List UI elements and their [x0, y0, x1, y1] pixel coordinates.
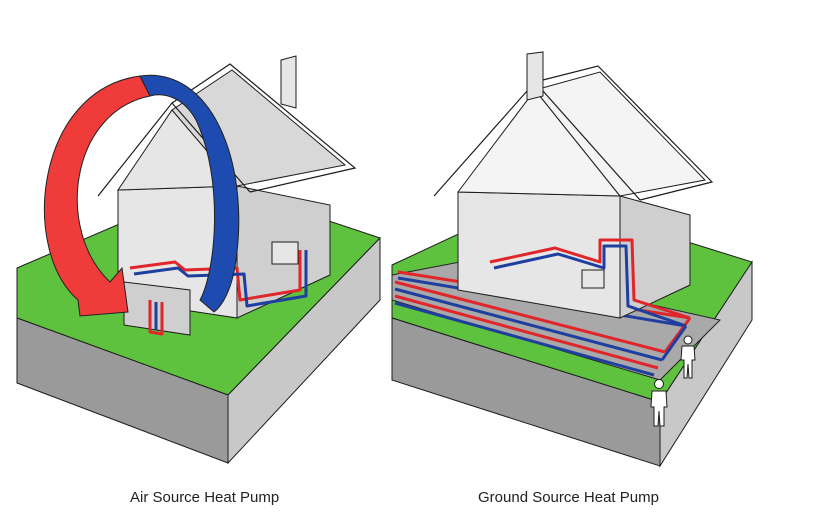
air-chimney — [280, 55, 297, 109]
air-pipe-cold — [133, 250, 308, 308]
air-arrow-cold — [139, 74, 240, 313]
ground-radiator — [581, 269, 605, 289]
air-ground-front-right — [227, 236, 381, 465]
air-source-illustration — [16, 55, 381, 465]
ground-house-roof — [534, 71, 707, 197]
air-radiator — [271, 241, 299, 265]
air-roof-ridge — [171, 63, 357, 193]
person-icon — [650, 379, 668, 427]
caption-ground-source: Ground Source Heat Pump — [478, 489, 659, 506]
caption-air-source: Air Source Heat Pump — [130, 489, 280, 506]
ground-roof-ridge — [534, 65, 714, 201]
ground-pipe-hot — [489, 238, 691, 320]
air-pipe-hot-down — [148, 300, 164, 336]
person-icon — [680, 335, 696, 379]
ground-chimney — [526, 51, 544, 101]
air-pipe-hot — [129, 250, 302, 302]
ground-ground-front-right — [659, 260, 753, 468]
ground-source-illustration — [391, 51, 753, 468]
ground-pipe-cold — [493, 244, 687, 328]
